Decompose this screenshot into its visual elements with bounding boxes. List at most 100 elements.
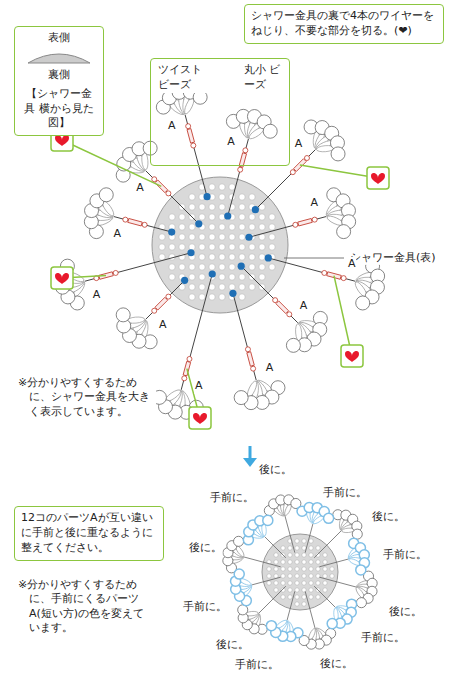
plate-hole: [274, 553, 278, 557]
seed-bead: [341, 276, 346, 281]
heart-symbol: [193, 413, 207, 424]
plate-hole: [199, 274, 205, 280]
plate-hole: [159, 234, 165, 240]
plate-hole: [249, 244, 255, 250]
plate-hole: [239, 204, 245, 210]
note-box: シャワー金具の裏で4本のワイヤーをねじり、不要な部分を切る。(❤): [244, 4, 444, 44]
plate-hole: [209, 204, 215, 210]
seed-bead: [186, 124, 191, 129]
pearl-bead: [99, 188, 113, 202]
plate-hole: [309, 553, 313, 557]
plate-hole: [302, 567, 306, 571]
plate-hole: [302, 595, 306, 599]
wire: [305, 524, 313, 553]
seed-bead: [142, 222, 147, 227]
position-label: 後に。: [215, 638, 250, 652]
plate-hole: [288, 588, 292, 592]
node-text: シャワー金具の裏で4本のワイヤーをねじり、不要な部分を切る。(❤): [251, 9, 437, 39]
plate-hole: [274, 581, 278, 585]
plate-hole: [295, 595, 299, 599]
plate-hole: [229, 184, 235, 190]
plate-hole: [281, 574, 285, 578]
plate-hole: [189, 284, 195, 290]
dome-shape: [28, 54, 90, 63]
plate-hole: [288, 567, 292, 571]
heart-box: [51, 267, 73, 289]
plate-hole: [274, 567, 278, 571]
seed-bead: [293, 222, 298, 227]
plate-hole: [189, 204, 195, 210]
used-hole: [203, 193, 210, 200]
plate-hole: [274, 560, 278, 564]
wire: [85, 253, 191, 281]
plate-hole: [281, 595, 285, 599]
plate-hole: [219, 244, 225, 250]
plate-hole: [219, 264, 225, 270]
plate-hole: [219, 254, 225, 260]
position-label: 手前に。: [234, 658, 280, 672]
plate-hole: [189, 234, 195, 240]
plate-hole: [189, 244, 195, 250]
twist-bead: [155, 297, 168, 310]
plate-hole: [323, 560, 327, 564]
plate-hole: [219, 214, 225, 220]
twist-bead: [276, 301, 289, 314]
note-text: ※分かりやすくするために、シャワー金具を大きく表示しています。: [18, 376, 156, 419]
plate-hole: [295, 581, 299, 585]
seed-bead: [290, 170, 295, 175]
plate-hole: [169, 214, 175, 220]
node-text: 表側: [21, 31, 97, 46]
part-letter: A: [310, 196, 320, 210]
heart-leader: [334, 276, 352, 356]
plate-hole: [295, 588, 299, 592]
plate-hole: [302, 560, 306, 564]
seed-bead: [123, 217, 128, 222]
used-hole: [187, 249, 194, 256]
plate-hole: [288, 581, 292, 585]
plate-hole: [249, 214, 255, 220]
plate-hole: [219, 204, 225, 210]
part-letter: A: [226, 135, 236, 149]
plate-hole: [249, 254, 255, 260]
part-letter: A: [135, 181, 145, 195]
plate-hole: [295, 546, 299, 550]
seed-bead: [273, 298, 278, 303]
position-label: 手前に。: [382, 548, 428, 562]
seed-bead: [191, 143, 196, 148]
part-letter: A: [92, 287, 102, 301]
pearl-bead: [234, 391, 248, 405]
pearl-bead: [356, 296, 370, 310]
plate-hole: [323, 588, 327, 592]
down-arrow: [249, 446, 252, 460]
plate-hole: [199, 214, 205, 220]
plate-hole: [189, 274, 195, 280]
plate-hole: [169, 274, 175, 280]
plate-hole: [209, 184, 215, 190]
plate-hole: [239, 244, 245, 250]
used-hole: [224, 212, 231, 219]
wire: [146, 280, 185, 319]
used-hole: [209, 270, 216, 277]
plate-hole: [189, 294, 195, 300]
part-letter: A: [294, 137, 304, 151]
wire: [244, 557, 281, 567]
plate-hole: [209, 254, 215, 260]
plate-hole: [179, 244, 185, 250]
plate-hole: [199, 284, 205, 290]
side-view-dome: [24, 48, 94, 66]
symbols: [243, 258, 344, 467]
plate-hole: [267, 574, 271, 578]
plate-hole: [267, 581, 271, 585]
seed-bead: [238, 167, 243, 172]
plate-hole: [199, 294, 205, 300]
position-label: 後に。: [258, 463, 293, 477]
plate-hole: [229, 264, 235, 270]
pearl-bead: [263, 515, 273, 525]
plate-hole: [309, 546, 313, 550]
plate-hole: [309, 574, 313, 578]
plate-hole: [288, 574, 292, 578]
seed-bead: [304, 156, 309, 161]
plate-hole: [309, 539, 313, 543]
plate-hole: [219, 274, 225, 280]
wire: [114, 217, 172, 233]
